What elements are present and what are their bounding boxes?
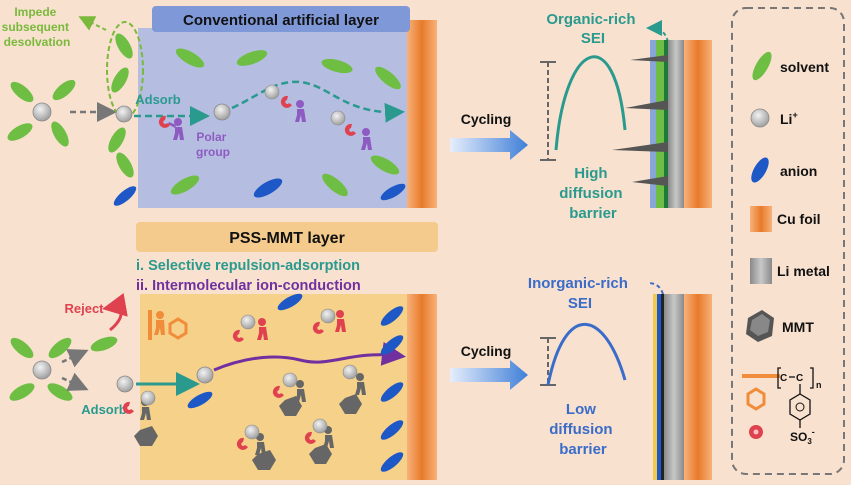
bottom-barrier-label: Low diffusion barrier	[549, 401, 617, 458]
bottom-conduction-path	[213, 341, 406, 372]
bottom-gray-arrow-up	[61, 349, 89, 368]
legend-sulfonate-core	[753, 429, 759, 435]
bottom-cycling-arrow	[450, 360, 528, 390]
top-li-ion	[213, 103, 231, 121]
top-li-bound	[264, 84, 346, 126]
bottom-point-1: i. Selective repulsion-adsorption	[136, 258, 360, 274]
legend-cu-label: Cu foil	[777, 211, 821, 227]
top-cycling-label: Cycling	[461, 111, 512, 127]
legend-li-metal-label: Li metal	[777, 263, 830, 279]
legend-solvent-label: solvent	[780, 59, 829, 75]
top-sei-label: Organic-rich SEI	[546, 11, 639, 47]
legend-li-metal-icon	[750, 258, 772, 284]
bottom-li-ion-2	[196, 366, 214, 384]
svg-text:SO3-: SO3-	[790, 427, 815, 446]
bottom-gray-arrow-down	[61, 372, 89, 391]
reject-label: Reject	[64, 301, 104, 316]
bottom-point-2: ii. Intermolecular ion-conduction	[136, 278, 361, 294]
impede-cluster	[106, 21, 144, 178]
bottom-electrode-stack	[653, 294, 712, 480]
top-sei-arrow	[646, 20, 669, 43]
polar-group-label: Polar group	[196, 130, 230, 159]
polar-group-figures	[158, 95, 372, 150]
legend-mmt-icon	[746, 310, 774, 342]
top-title-box	[152, 6, 410, 32]
legend-cu-icon	[750, 206, 772, 232]
bottom-mmt-sheets	[134, 394, 362, 470]
bottom-cycling-label: Cycling	[461, 343, 512, 359]
legend-anion-label: anion	[780, 163, 817, 179]
bottom-title-box	[136, 222, 438, 252]
legend-pss-structure: C C n SO3-	[742, 367, 822, 446]
legend-li-icon	[750, 108, 770, 128]
bottom-li-ion	[116, 375, 134, 393]
reject-arrow	[102, 293, 128, 332]
rejected-solvent	[90, 336, 118, 352]
top-electrode-stack	[612, 40, 712, 208]
impede-arrow	[78, 16, 107, 31]
bottom-solvated-li-cluster	[9, 337, 73, 401]
top-cu-foil	[407, 20, 437, 208]
bottom-li-bound	[140, 308, 358, 440]
bottom-title: PSS-MMT layer	[229, 230, 345, 247]
top-anions	[113, 178, 406, 206]
top-adsorb-label: Adsorb	[135, 92, 181, 107]
bottom-adsorb-label: Adsorb	[81, 402, 127, 417]
bottom-barrier-graph	[540, 323, 627, 386]
bottom-magnets	[122, 321, 324, 450]
legend-benzene-icon	[746, 387, 766, 411]
top-title: Conventional artificial layer	[183, 12, 379, 29]
legend-mmt-label: MMT	[782, 319, 814, 335]
svg-text:C: C	[780, 373, 787, 384]
legend-anion-icon	[751, 157, 769, 183]
bottom-sei-arrow	[647, 282, 664, 295]
bottom-sei-label: Inorganic-rich SEI	[528, 275, 632, 312]
top-barrier-graph	[540, 55, 627, 161]
legend-solvent-icon	[752, 51, 772, 81]
top-diffusion-path	[231, 80, 405, 123]
svg-text:n: n	[816, 380, 822, 390]
legend-box	[731, 7, 845, 475]
top-barrier-label: High diffusion barrier	[559, 165, 627, 222]
bottom-cu-foil	[407, 294, 437, 480]
impede-label: Impede subsequent desolvation	[2, 5, 73, 49]
top-cycling-arrow	[450, 130, 528, 160]
legend-li-label: Li+	[780, 110, 798, 127]
bottom-anions	[187, 293, 404, 472]
top-solvent-molecules	[170, 48, 401, 197]
repulsion-figure	[148, 310, 188, 340]
svg-text:C: C	[796, 373, 803, 384]
top-solvated-li-cluster	[7, 79, 76, 147]
